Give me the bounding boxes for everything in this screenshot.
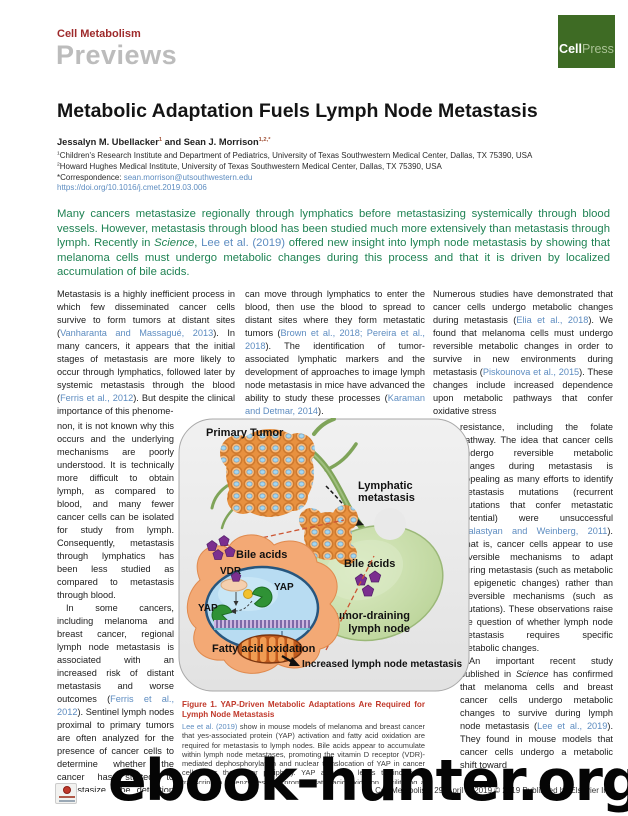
affiliation-1: 1Children's Research Institute and Depar… xyxy=(57,151,533,160)
yap-right-label: YAP xyxy=(274,582,294,593)
figure-caption-title-line2: Lymph Node Metastasis xyxy=(182,710,275,719)
dna-strand xyxy=(214,620,310,630)
figure-caption: Figure 1. YAP-Driven Metabolic Adaptatio… xyxy=(182,700,425,784)
column3-narrow-block: resistance, including the folate pathway… xyxy=(460,421,613,791)
yap-protein-right xyxy=(243,586,273,608)
lymphatic-metastasis-label-2: metastasis xyxy=(358,492,415,504)
lymphatic-metastasis-label-1: Lymphatic xyxy=(358,480,413,492)
affiliations-block: 1Children's Research Institute and Depar… xyxy=(57,151,613,194)
yap-left-label: YAP xyxy=(198,603,218,614)
primary-tumor-cluster xyxy=(220,429,315,517)
figure-caption-body: Lee et al. (2019) show in mouse models o… xyxy=(182,722,425,784)
article-title: Metabolic Adaptation Fuels Lymph Node Me… xyxy=(57,100,538,122)
column1-paragraph2: In some cancers, including melanoma and … xyxy=(57,603,174,792)
node-label-2: lymph node xyxy=(348,623,410,635)
node-tumor-cluster xyxy=(299,505,358,565)
column1-paragraph1-wide: Metastasis is a highly inefficient proce… xyxy=(57,289,235,416)
doi-link[interactable]: https://doi.org/10.1016/j.cmet.2019.03.0… xyxy=(57,183,207,193)
node-label-1: Tumor-draining xyxy=(330,610,410,622)
primary-tumor-label: Primary Tumor xyxy=(206,427,284,439)
cellpress-logo-cell: Cell xyxy=(559,42,582,56)
column3-paragraph1-cont: resistance, including the folate pathway… xyxy=(460,422,613,653)
column3-paragraph1-wide: Numerous studies have demonstrated that … xyxy=(433,289,613,416)
watermark-text: ebook-hunter.org xyxy=(108,748,628,814)
section-title: Previews xyxy=(56,40,178,70)
page-footer: Cell Metabolism 29, April 2, 2019 © 2019… xyxy=(375,786,614,795)
stamp-icon xyxy=(55,783,77,804)
outcome-arrow xyxy=(281,655,300,666)
mitochondria xyxy=(237,634,303,664)
figure-1-diagram: Primary Tumor Lymphatic metastasis Bile … xyxy=(178,418,470,692)
stamp-seal-icon xyxy=(63,786,71,794)
figure-caption-title-line1: Figure 1. YAP-Driven Metabolic Adaptatio… xyxy=(182,700,425,709)
column2-paragraph1: can move through lymphatics to enter the… xyxy=(245,289,425,416)
vdr-label: VDR xyxy=(220,566,242,577)
fatty-acid-oxidation-label: Fatty acid oxidation xyxy=(212,643,316,655)
cellpress-logo-press: Press xyxy=(581,42,614,56)
correspondence-line[interactable]: *Correspondence: sean.morrison@utsouthwe… xyxy=(57,172,253,182)
affiliation-2: 2Howard Hughes Medical Institute, Univer… xyxy=(57,161,442,171)
outcome-label: Increased lymph node metastasis xyxy=(302,659,463,670)
column1-paragraph1-cont: non, it is not known why this occurs and… xyxy=(57,421,174,600)
journal-name: Cell Metabolism xyxy=(57,28,141,40)
author-line: Jessalyn M. Ubellacker1 and Sean J. Morr… xyxy=(57,136,271,147)
vdr-receptor xyxy=(220,571,248,592)
signal-arrows xyxy=(230,592,253,614)
column3-paragraph2: An important recent study published in S… xyxy=(460,656,613,770)
bile-acids-cell-label: Bile acids xyxy=(236,549,287,561)
column1-narrow-block: non, it is not known why this occurs and… xyxy=(57,420,174,792)
abstract-text: Many cancers metastasize regionally thro… xyxy=(57,208,610,279)
